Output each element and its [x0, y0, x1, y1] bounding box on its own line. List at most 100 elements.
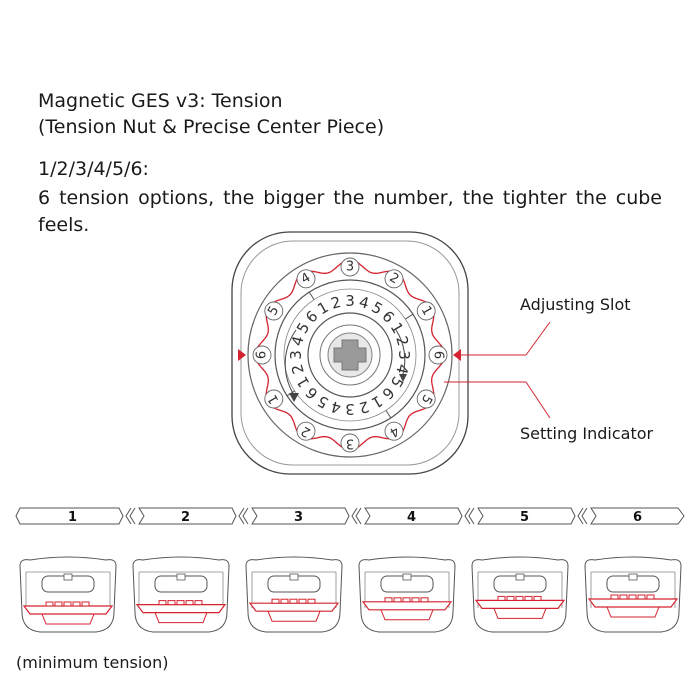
nut-base	[493, 608, 547, 619]
nut-tooth	[158, 600, 167, 606]
callout-line	[525, 321, 551, 356]
dial-outer-ring	[247, 252, 453, 458]
step-label: 1	[68, 510, 77, 525]
inner-number: 4	[357, 293, 371, 313]
step-chevron	[464, 507, 471, 525]
gear-slot	[264, 301, 284, 321]
inner-number: 4	[288, 334, 308, 348]
nut-tooth	[63, 601, 72, 607]
center-slot-notch	[63, 573, 73, 581]
housing-outline	[132, 556, 230, 633]
step-chevron	[238, 507, 245, 525]
outer-number: 3	[346, 260, 354, 275]
nut-tooth	[194, 600, 203, 606]
step-segment-shape	[251, 507, 350, 525]
step-chevron	[242, 507, 249, 525]
nut-tooth	[72, 601, 81, 607]
center-piece-illustration	[132, 556, 230, 633]
step-chevron	[129, 507, 136, 525]
housing-inner-line	[25, 571, 111, 608]
step-segment: 6	[590, 507, 685, 525]
housing-outline	[358, 556, 456, 633]
step-segment: 3	[251, 507, 350, 525]
nut-tooth	[637, 594, 646, 600]
gear-slot	[296, 421, 316, 441]
nut-tooth	[619, 594, 628, 600]
nut-tooth	[420, 597, 429, 603]
step-segment-shape	[138, 507, 237, 525]
tension-step-illustrations	[19, 556, 682, 633]
gear-slot	[340, 257, 360, 277]
nut-tooth	[393, 597, 402, 603]
center-piece-cross	[333, 339, 367, 371]
step-segment-shape	[364, 507, 463, 525]
nut-tooth	[506, 595, 515, 601]
gear-slot	[416, 301, 436, 321]
nut-tooth	[298, 598, 307, 604]
nut-tooth	[176, 600, 185, 606]
step-segment-shape	[15, 507, 124, 525]
inner-number: 2	[357, 397, 371, 417]
inner-number: 4	[329, 397, 343, 417]
nut-tooth	[497, 595, 506, 601]
center-slot-notch	[402, 573, 412, 581]
center-piece-illustration	[471, 556, 569, 633]
callout-adjusting-slot: Adjusting Slot	[456, 295, 631, 356]
center-slot-notch	[628, 573, 638, 581]
nut-tooth	[646, 594, 655, 600]
dial-outer-body	[231, 231, 469, 475]
gear-slot	[264, 389, 284, 409]
footnote: (minimum tension)	[16, 653, 169, 672]
rotation-arrow-right	[395, 329, 406, 375]
gear-slot	[416, 389, 436, 409]
housing-outline	[471, 556, 569, 633]
inner-number: 2	[329, 293, 343, 313]
tension-nut-gear	[252, 257, 448, 453]
nut-base	[606, 606, 660, 618]
inner-ring-tick	[385, 410, 392, 419]
nut-tooth	[81, 601, 90, 607]
step-segment: 5	[477, 507, 576, 525]
center-piece-illustration	[584, 556, 682, 633]
description: 6 tension options, the bigger the number…	[38, 187, 662, 236]
inner-number: 3	[287, 350, 305, 360]
step-chevron	[468, 507, 475, 525]
nut-tooth	[280, 598, 289, 604]
tension-nut	[135, 604, 227, 614]
gear-slot	[252, 345, 272, 365]
inner-number: 3	[345, 292, 355, 310]
step-chevron	[125, 507, 132, 525]
nut-tooth	[307, 598, 316, 604]
setting-indicator-left	[238, 349, 246, 361]
step-chevron	[355, 507, 362, 525]
center-slot-notch	[176, 573, 186, 581]
step-label: 3	[294, 510, 303, 525]
housing-inner-line	[251, 571, 337, 608]
nut-tooth	[45, 601, 54, 607]
inner-number: 2	[392, 334, 412, 348]
housing-outline	[245, 556, 343, 633]
nut-tooth	[167, 600, 176, 606]
nut-tooth	[384, 597, 393, 603]
nut-tooth	[54, 601, 63, 607]
inner-ring-tick	[405, 313, 414, 320]
step-label: 6	[633, 510, 642, 525]
outer-number: 3	[346, 436, 354, 451]
gear-slot	[340, 433, 360, 453]
callout-line	[525, 381, 551, 419]
center-piece-illustration	[19, 556, 117, 633]
nut-tooth	[610, 594, 619, 600]
center-piece-illustration	[245, 556, 343, 633]
callout-label: Setting Indicator	[520, 424, 654, 443]
step-segment-shape	[477, 507, 576, 525]
title: Magnetic GES v3: Tension	[38, 90, 283, 112]
nut-base	[154, 612, 208, 624]
step-chevron	[577, 507, 584, 525]
inner-ring-outer	[274, 279, 426, 431]
step-segment: 4	[364, 507, 463, 525]
center-piece-illustration	[358, 556, 456, 633]
inner-number: 2	[288, 362, 308, 376]
nut-tooth	[628, 594, 637, 600]
step-segment: 2	[138, 507, 237, 525]
